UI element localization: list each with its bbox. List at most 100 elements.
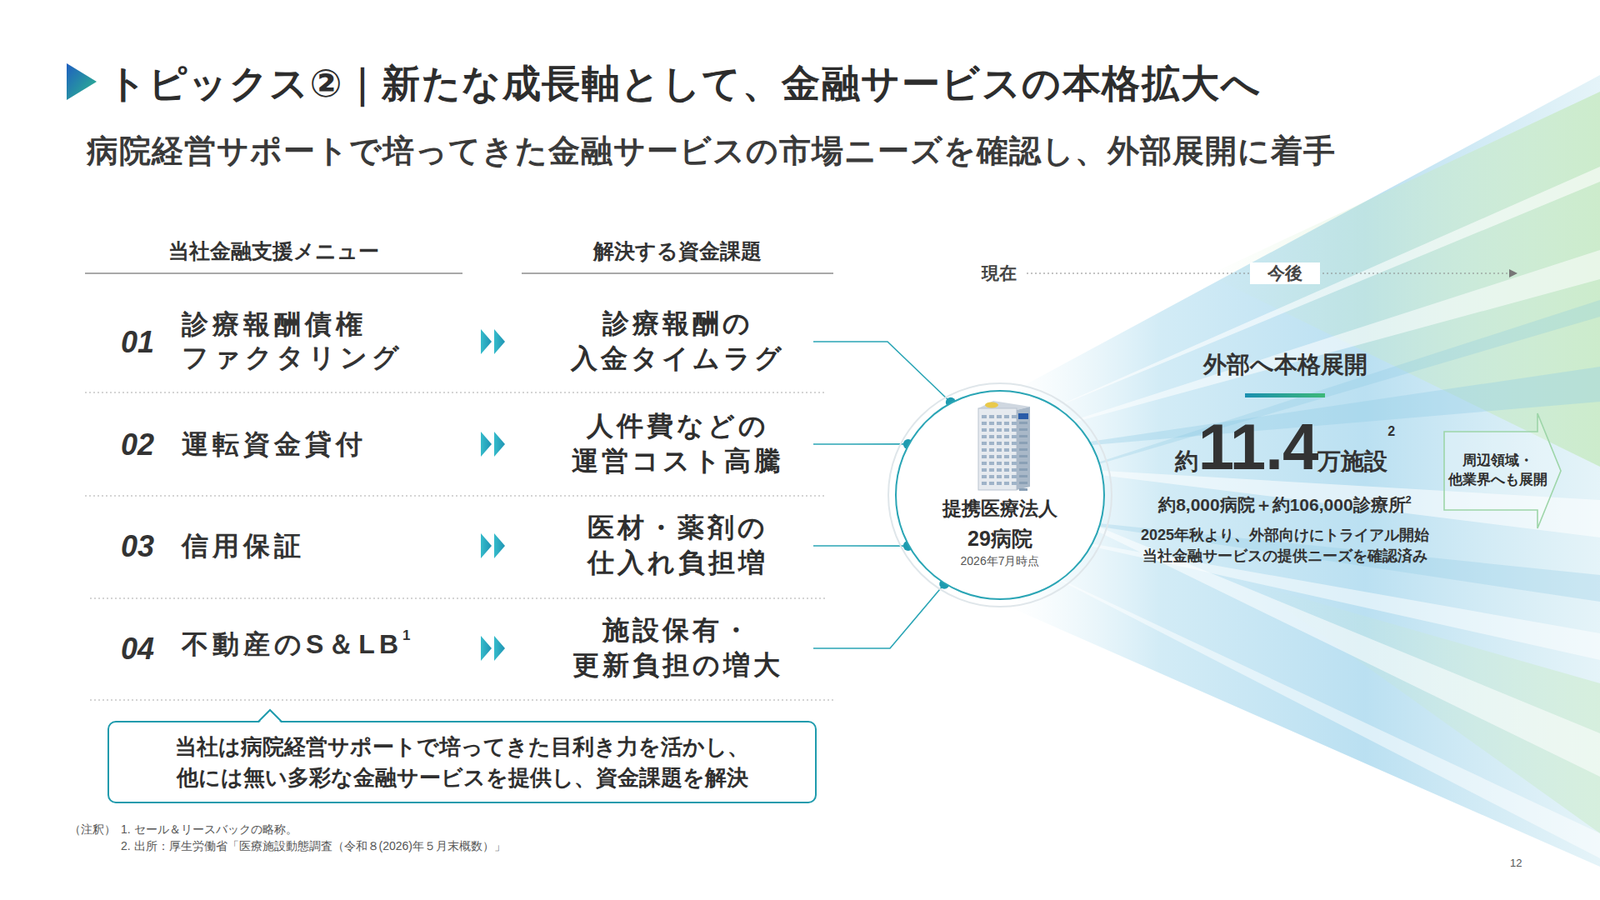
building-sign xyxy=(1018,413,1029,420)
building-window xyxy=(1019,481,1028,485)
building-window xyxy=(989,461,995,465)
slide-title: トピックス②｜新たな成長軸として、金融サービスの本格拡大へ xyxy=(107,60,1261,109)
building-window xyxy=(989,448,995,452)
superscript: 2 xyxy=(1405,494,1412,506)
header-underline xyxy=(521,272,834,274)
building-window xyxy=(981,448,987,452)
row-separator xyxy=(90,598,827,600)
building-window xyxy=(1004,455,1010,459)
building-window xyxy=(996,461,1002,465)
building-window xyxy=(996,428,1002,432)
problem-text: 診療報酬の 入金タイムラグ xyxy=(541,306,814,376)
text-group: 約11.4万施設2 xyxy=(1083,411,1487,484)
problem-text: 医材・薬剤の 仕入れ負担増 xyxy=(541,510,814,580)
building-window xyxy=(1004,428,1010,432)
row-number: 02 xyxy=(120,425,155,464)
note-text: 当社金融サービスの提供ニーズを確認済み xyxy=(1083,546,1487,566)
double-arrow-icon xyxy=(480,533,505,559)
building-window xyxy=(989,475,995,479)
building-window xyxy=(1011,455,1017,459)
row-number: 04 xyxy=(120,630,155,668)
circle-text: 提携医療法人 xyxy=(895,496,1105,521)
expansion-arrow: 周辺領域・ 他業界へも展開 xyxy=(1444,413,1563,529)
row-separator xyxy=(85,495,827,497)
helipad xyxy=(985,402,999,409)
building-window xyxy=(1004,435,1010,439)
building-window xyxy=(996,441,1002,445)
building-window xyxy=(996,421,1002,425)
building-window xyxy=(981,461,987,465)
ray-streak xyxy=(1033,533,1600,660)
double-arrow-icon xyxy=(480,431,505,457)
problem-text: 施設保有・ 更新負担の増大 xyxy=(541,613,814,683)
building-window xyxy=(981,441,987,445)
row-separator xyxy=(90,700,834,701)
building-window xyxy=(1004,475,1010,479)
building-window xyxy=(1019,448,1028,451)
building-window xyxy=(1011,421,1017,425)
connector-line xyxy=(813,545,909,547)
timeline-arrowhead xyxy=(1509,269,1518,278)
building-window xyxy=(1019,428,1028,431)
building-window xyxy=(1004,448,1010,452)
row-separator xyxy=(85,392,827,394)
section-heading: 外部へ本格展開 xyxy=(1083,350,1487,380)
building-window xyxy=(989,441,995,445)
building-window xyxy=(996,455,1002,459)
stat-breakdown: 約8,000病院＋約106,000診療所 xyxy=(1158,495,1405,515)
menu-item: 信用保証 xyxy=(181,529,305,563)
partner-circle: 提携医療法人29病院2026年7月時点 xyxy=(895,390,1105,600)
superscript: 2 xyxy=(1387,424,1395,440)
building-window xyxy=(1019,461,1028,465)
building-window xyxy=(1011,475,1017,479)
header-underline xyxy=(85,272,463,274)
timeline-label: 現在 xyxy=(981,262,1017,285)
building-window xyxy=(1019,455,1028,458)
building-window xyxy=(989,455,995,459)
footnote: 1. セール＆リースバックの略称。 xyxy=(120,822,298,838)
building-window xyxy=(981,481,987,485)
building-window xyxy=(1011,481,1017,485)
ray-streak xyxy=(1033,566,1600,859)
column-header: 解決する資金課題 xyxy=(521,238,834,265)
problem-text: 人件費などの 運営コスト高騰 xyxy=(541,409,814,479)
arrow-text: 周辺領域・ 他業界へも展開 xyxy=(1445,451,1550,490)
text-group: 不動産のS＆LB1 xyxy=(181,630,410,660)
callout-pointer-outline xyxy=(258,710,282,722)
menu-item: 運転資金貸付 xyxy=(181,427,367,461)
double-arrow-icon xyxy=(480,329,505,355)
problem-text-box: 医材・薬剤の 仕入れ負担増 xyxy=(541,508,814,584)
building-window xyxy=(989,468,995,472)
building-window xyxy=(989,435,995,439)
superscript: 1 xyxy=(402,628,410,645)
building-window xyxy=(1019,475,1028,478)
timeline-label: 今後 xyxy=(1250,262,1320,285)
menu-item: 不動産のS＆LB xyxy=(181,630,403,660)
row-number: 01 xyxy=(120,323,155,361)
building-window xyxy=(981,468,987,472)
ray-streak xyxy=(1033,500,1600,777)
building-window xyxy=(1011,435,1017,439)
building-window xyxy=(1011,461,1017,465)
arrow-shape xyxy=(1444,413,1563,529)
building-window xyxy=(1004,421,1010,425)
stat-prefix: 約 xyxy=(1175,449,1199,475)
note-text: 2025年秋より、外部向けにトライアル開始 xyxy=(1083,525,1487,545)
double-arrow-icon xyxy=(480,635,505,661)
footnote: （注釈） xyxy=(69,822,116,838)
problem-text-box: 施設保有・ 更新負担の増大 xyxy=(541,610,814,686)
building-window xyxy=(996,468,1002,472)
building-front xyxy=(978,408,1017,490)
row-number: 03 xyxy=(120,527,155,565)
building-side xyxy=(1016,406,1030,490)
building-window xyxy=(1011,448,1017,452)
building-window xyxy=(1011,428,1017,432)
stat-number: 11.4 xyxy=(1198,411,1319,484)
building-window xyxy=(996,481,1002,485)
building-window xyxy=(981,428,987,432)
circle-outline xyxy=(895,390,1105,600)
building-window xyxy=(989,428,995,432)
building-window xyxy=(1004,468,1010,472)
building-window xyxy=(981,455,987,459)
